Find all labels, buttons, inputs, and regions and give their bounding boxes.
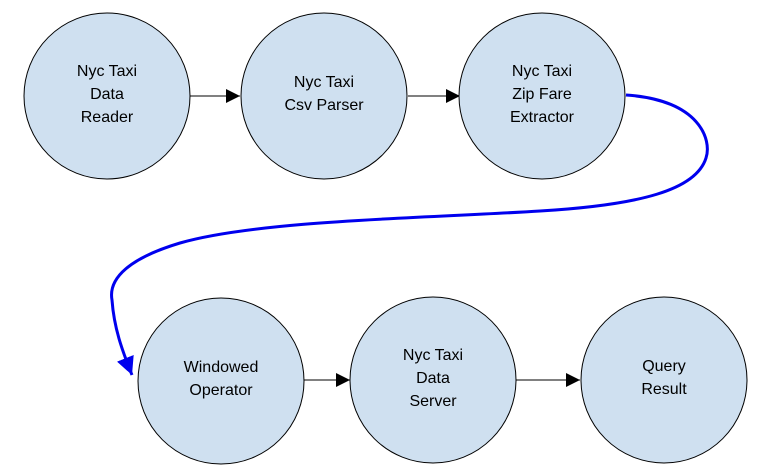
node-label-line: Nyc Taxi xyxy=(77,63,137,80)
node-label-line: Csv Parser xyxy=(284,97,364,114)
node-label-line: Operator xyxy=(189,382,253,399)
node-query-result: Query Result xyxy=(580,296,748,464)
node-circle xyxy=(458,12,626,180)
node-label-line: Nyc Taxi xyxy=(512,63,572,80)
node-label-line: Query xyxy=(642,358,686,375)
edge-extractor-to-windowed-operator xyxy=(110,93,709,376)
node-label-line: Data xyxy=(90,86,124,103)
node-nyc-taxi-data-reader: Nyc Taxi Data Reader xyxy=(23,12,191,180)
node-circle xyxy=(137,297,305,465)
node-label-line: Nyc Taxi xyxy=(403,347,463,364)
node-label-line: Data xyxy=(416,370,450,387)
node-label-line: Nyc Taxi xyxy=(294,74,354,91)
node-label-line: Extractor xyxy=(510,109,575,126)
node-nyc-taxi-zip-fare-extractor: Nyc Taxi Zip Fare Extractor xyxy=(458,12,626,180)
node-label-line: Reader xyxy=(81,109,134,126)
node-nyc-taxi-data-server: Nyc Taxi Data Server xyxy=(349,296,517,464)
node-label-line: Windowed xyxy=(184,359,259,376)
node-circle xyxy=(580,296,748,464)
node-circle xyxy=(240,12,408,180)
node-circle xyxy=(23,12,191,180)
node-circle xyxy=(349,296,517,464)
node-nyc-taxi-csv-parser: Nyc Taxi Csv Parser xyxy=(240,12,408,180)
node-label-line: Zip Fare xyxy=(512,86,572,103)
node-windowed-operator: Windowed Operator xyxy=(137,297,305,465)
node-label-line: Server xyxy=(409,393,457,410)
node-label-line: Result xyxy=(641,381,687,398)
